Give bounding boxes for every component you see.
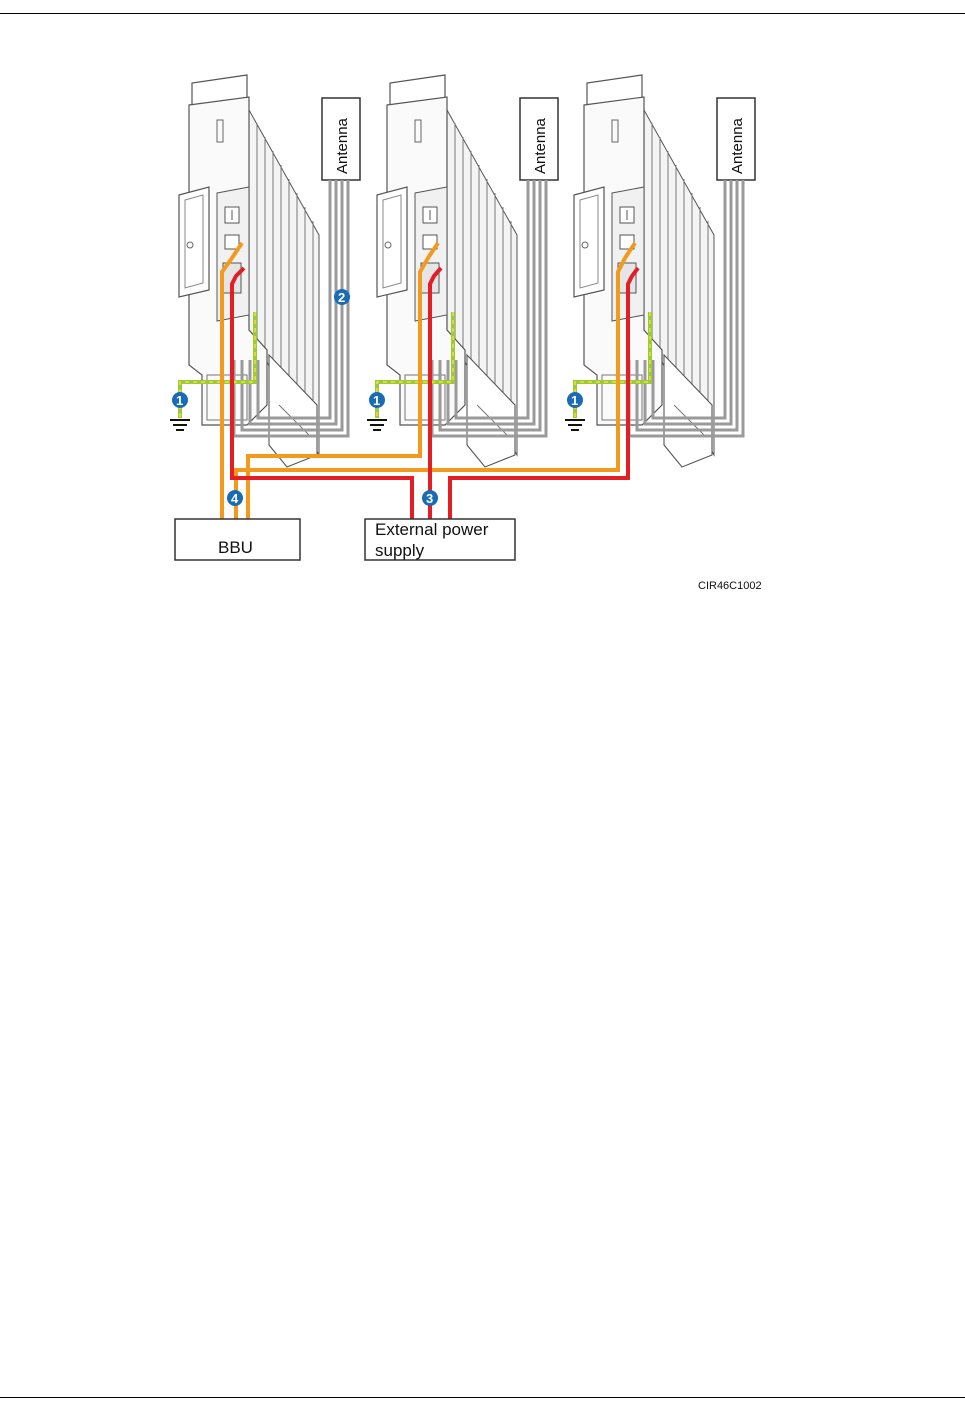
callout-1b: 1 <box>369 392 385 408</box>
antenna-box-3: Antenna <box>717 98 755 180</box>
svg-text:1: 1 <box>373 393 380 408</box>
footer-rule <box>0 1397 965 1398</box>
svg-text:External power: External power <box>375 520 489 539</box>
figure-code: CIR46C1002 <box>698 580 762 592</box>
callout-1c: 1 <box>567 392 583 408</box>
svg-text:4: 4 <box>231 491 239 506</box>
callout-2: 2 <box>334 289 350 305</box>
callout-3: 3 <box>422 490 438 506</box>
antenna-box-2: Antenna <box>520 98 558 180</box>
svg-text:Antenna: Antenna <box>532 117 549 174</box>
svg-text:Antenna: Antenna <box>334 117 351 174</box>
external-power-supply-box: External power supply <box>365 519 515 560</box>
callout-1a: 1 <box>172 392 188 408</box>
bbu-box: BBU <box>175 519 300 560</box>
svg-text:Antenna: Antenna <box>729 117 746 174</box>
svg-text:1: 1 <box>176 393 183 408</box>
svg-text:supply: supply <box>375 541 425 560</box>
svg-text:2: 2 <box>338 290 345 305</box>
svg-text:BBU: BBU <box>218 538 253 557</box>
antenna-box-1: Antenna <box>322 98 360 180</box>
svg-text:3: 3 <box>426 491 433 506</box>
callout-4: 4 <box>227 490 243 506</box>
svg-text:1: 1 <box>571 393 578 408</box>
